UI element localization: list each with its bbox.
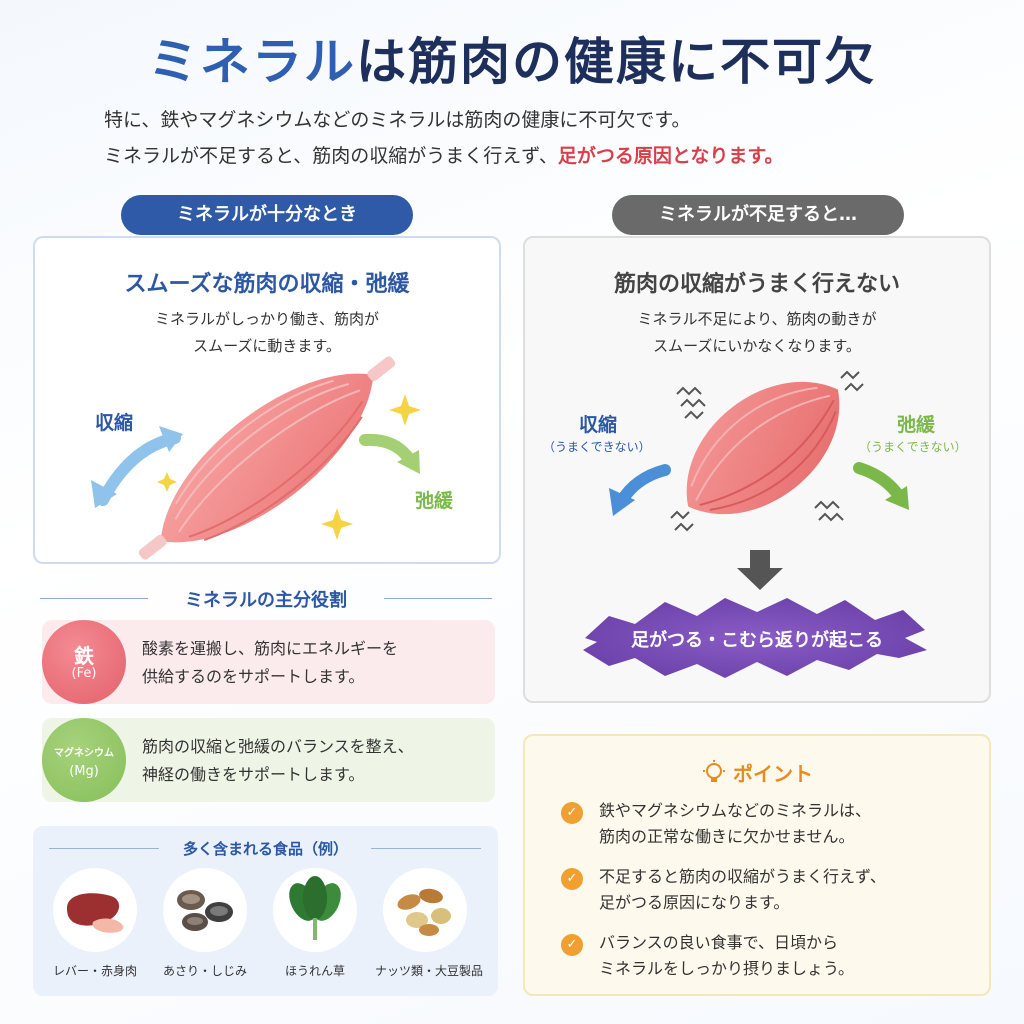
title-accent: ミネラル [148, 32, 356, 91]
liver-meat-icon [53, 868, 137, 952]
magnesium-symbol: (Mg) [69, 764, 99, 779]
roles-heading-text: ミネラルの主分役割 [185, 590, 347, 611]
nuts-soy-icon [383, 868, 467, 952]
sufficient-desc-line-2: スムーズに動きます。 [193, 337, 341, 355]
foods-heading-line-right [371, 848, 481, 849]
point-item-text: 不足すると筋肉の収縮がうまく行えず、 足がつる原因になります。 [599, 864, 886, 916]
foods-heading: 多く含まれる食品（例） [182, 840, 348, 858]
tremor-lines-icon [670, 370, 864, 532]
point-item-2-line-2: 足がつる原因になります。 [599, 893, 790, 912]
sparkle-icon [157, 394, 421, 540]
check-icon: ✓ [561, 868, 583, 890]
point-item-1-line-1: 鉄やマグネシウムなどのミネラルは、 [599, 801, 872, 820]
sufficient-panel: スムーズな筋肉の収縮・弛緩 ミネラルがしっかり働き、筋肉が スムーズに動きます。 [33, 236, 501, 564]
point-box: ポイント ✓ 鉄やマグネシウムなどのミネラルは、 筋肉の正常な働きに欠かせません… [523, 734, 991, 996]
role-iron: 鉄 (Fe) 酸素を運搬し、筋肉にエネルギーを 供給するのをサポートします。 [42, 620, 495, 704]
iron-name: 鉄 [74, 644, 94, 668]
iron-symbol: (Fe) [71, 666, 97, 681]
intro-line-2: ミネラルが不足すると、筋肉の収縮がうまく行えず、足がつる原因となります。 [104, 138, 783, 174]
cramp-result-text: 足がつる・こむら返りが起こる [631, 630, 883, 651]
magnesium-name: マグネシウム [54, 748, 114, 759]
deficient-relax-sublabel: （うまくできない） [859, 440, 967, 454]
roles-heading-line-right [384, 598, 492, 599]
deficient-relax-label: 弛緩 [897, 414, 936, 436]
spinach-icon [273, 868, 357, 952]
muscle-icon [138, 356, 396, 560]
sufficient-description: ミネラルがしっかり働き、筋肉が スムーズに動きます。 [35, 306, 499, 360]
healthy-muscle-illustration [91, 356, 421, 560]
food-name-liver: レバー・赤身肉 [52, 964, 137, 978]
contract-arrow-icon [91, 426, 183, 508]
role-magnesium: マグネシウム (Mg) 筋肉の収縮と弛緩のバランスを整え、 神経の働きをサポート… [42, 718, 495, 802]
iron-badge: 鉄 (Fe) [42, 620, 126, 704]
sufficient-relax-label: 弛緩 [415, 490, 454, 512]
check-icon: ✓ [561, 802, 583, 824]
page-title: ミネラルは筋肉の健康に不可欠 [0, 22, 1024, 94]
deficient-description: ミネラル不足により、筋肉の動きが スムーズにいかなくなります。 [525, 306, 989, 360]
deficient-contract-label: 収縮 [579, 414, 618, 436]
foods-heading-line-left [49, 848, 159, 849]
cramp-burst-shape [583, 598, 927, 678]
sufficient-contract-label: 収縮 [95, 412, 134, 434]
intro-line-1: 特に、鉄やマグネシウムなどのミネラルは筋肉の健康に不可欠です。 [104, 109, 691, 131]
food-item-nuts: ナッツ類・大豆製品 [375, 868, 484, 979]
food-name-nuts: ナッツ類・大豆製品 [375, 964, 484, 978]
contract-arrow-icon [609, 464, 671, 516]
point-item-2-line-1: 不足すると筋肉の収縮がうまく行えず、 [599, 867, 886, 886]
point-heading: ポイント [525, 758, 989, 787]
check-icon: ✓ [561, 934, 583, 956]
point-item-1-line-2: 筋肉の正常な働きに欠かせません。 [599, 827, 855, 846]
deficient-heading: 筋肉の収縮がうまく行えない [613, 272, 900, 297]
deficient-panel: 筋肉の収縮がうまく行えない ミネラル不足により、筋肉の動きが スムーズにいかなく… [523, 236, 991, 703]
intro-line-2-plain: ミネラルが不足すると、筋肉の収縮がうまく行えず、 [104, 145, 558, 167]
lightbulb-icon [703, 760, 725, 782]
food-item-spinach: ほうれん草 [265, 868, 365, 979]
point-item-text: 鉄やマグネシウムなどのミネラルは、 筋肉の正常な働きに欠かせません。 [599, 798, 871, 850]
foods-panel: 多く含まれる食品（例） レバー・赤身肉 あさり・しじみ [33, 826, 498, 996]
magnesium-desc-line-2: 神経の働きをサポートします。 [142, 765, 365, 784]
deficient-desc-line-2: スムーズにいかなくなります。 [653, 337, 861, 355]
iron-desc-line-2: 供給するのをサポートします。 [142, 667, 365, 686]
deficient-pill: ミネラルが不足すると… [612, 195, 904, 235]
title-rest: は筋肉の健康に不可欠 [356, 32, 876, 91]
sufficient-desc-line-1: ミネラルがしっかり働き、筋肉が [155, 310, 379, 328]
down-arrow-icon [737, 550, 783, 590]
magnesium-badge: マグネシウム (Mg) [42, 718, 126, 802]
food-name-clams: あさり・しじみ [162, 964, 247, 978]
intro-highlight: 足がつる原因となります。 [557, 145, 784, 167]
iron-description: 酸素を運搬し、筋肉にエネルギーを 供給するのをサポートします。 [142, 635, 398, 691]
relax-arrow-icon [359, 433, 420, 474]
tense-muscle-icon [686, 381, 840, 515]
food-item-clams: あさり・しじみ [155, 868, 255, 979]
intro-text: 特に、鉄やマグネシウムなどのミネラルは筋肉の健康に不可欠です。 ミネラルが不足す… [104, 102, 783, 174]
deficient-contract-sublabel: （うまくできない） [543, 440, 651, 454]
roles-heading: ミネラルの主分役割 [40, 586, 492, 611]
cramped-muscle-illustration [583, 370, 927, 678]
point-item-3-line-2: ミネラルをしっかり摂りましょう。 [599, 959, 855, 978]
point-item-3-line-1: バランスの良い食事で、日頃から [599, 933, 839, 952]
iron-desc-line-1: 酸素を運搬し、筋肉にエネルギーを [142, 639, 399, 658]
clam-icon [163, 868, 247, 952]
roles-heading-line-left [40, 598, 148, 599]
relax-arrow-icon [853, 462, 909, 510]
food-item-liver: レバー・赤身肉 [45, 868, 145, 979]
food-name-spinach: ほうれん草 [284, 964, 345, 978]
deficient-desc-line-1: ミネラル不足により、筋肉の動きが [637, 310, 877, 328]
sufficient-heading: スムーズな筋肉の収縮・弛緩 [124, 272, 410, 297]
point-item-text: バランスの良い食事で、日頃から ミネラルをしっかり摂りましょう。 [599, 930, 854, 982]
magnesium-description: 筋肉の収縮と弛緩のバランスを整え、 神経の働きをサポートします。 [142, 733, 414, 789]
sufficient-pill: ミネラルが十分なとき [121, 195, 413, 235]
point-heading-text: ポイント [733, 762, 813, 786]
magnesium-desc-line-1: 筋肉の収縮と弛緩のバランスを整え、 [142, 737, 414, 756]
